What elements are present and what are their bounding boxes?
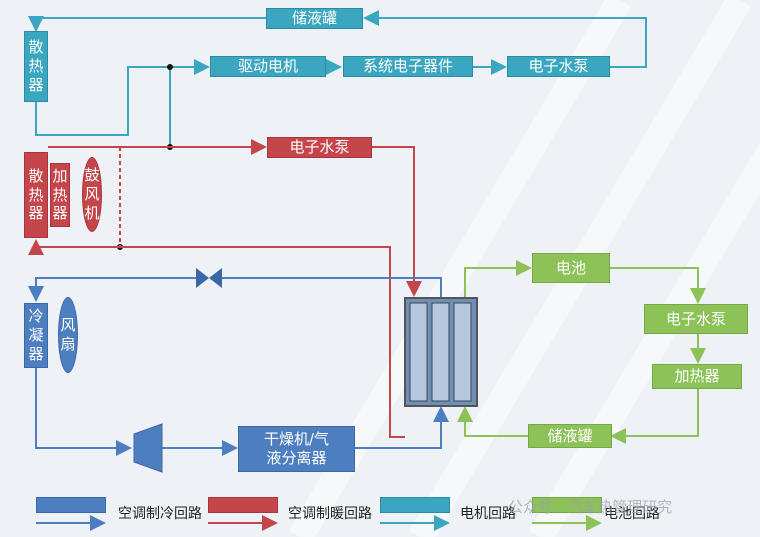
battery: 电池 bbox=[532, 253, 610, 283]
heater-core-char-1: 散 bbox=[28, 166, 44, 185]
blower-char-2: 风 bbox=[84, 185, 100, 204]
heating-pump: 电子水泵 bbox=[267, 137, 372, 158]
battery-heater: 加热器 bbox=[652, 364, 742, 389]
fan: 风 扇 bbox=[58, 297, 78, 373]
fan-char-1: 风 bbox=[60, 316, 76, 335]
motor-radiator: 散 热 器 bbox=[24, 31, 48, 102]
heater-char-1: 加 bbox=[52, 166, 68, 185]
radiator-char-2: 热 bbox=[28, 57, 44, 76]
compressor bbox=[133, 423, 163, 473]
heater-core-char-2: 热 bbox=[28, 185, 44, 204]
heater-char-2: 热 bbox=[52, 185, 68, 204]
condenser-char-3: 器 bbox=[28, 344, 44, 363]
legend-cooling-swatch bbox=[36, 497, 106, 513]
condenser: 冷 凝 器 bbox=[24, 303, 48, 368]
heating-radiator: 散 热 器 bbox=[24, 152, 48, 238]
dryer-separator: 干燥机/气 液分离器 bbox=[238, 426, 355, 472]
motor-reservoir: 储液罐 bbox=[266, 8, 363, 29]
condenser-char-1: 冷 bbox=[28, 307, 44, 326]
blower-char-1: 鼓 bbox=[84, 166, 100, 185]
radiator-char-3: 器 bbox=[28, 75, 44, 94]
expansion-valve bbox=[196, 268, 222, 288]
condenser-char-2: 凝 bbox=[28, 326, 44, 345]
radiator-char-1: 散 bbox=[28, 38, 44, 57]
cooling-loop-lines bbox=[28, 277, 449, 456]
motor-loop-lines bbox=[28, 10, 647, 147]
fan-char-2: 扇 bbox=[60, 335, 76, 353]
watermark: 公众号 · 汽车热管理研究 bbox=[508, 498, 673, 516]
chiller-heat-exchanger bbox=[404, 297, 478, 407]
legend-heating-label: 空调制暖回路 bbox=[288, 506, 372, 522]
legend-motor-swatch bbox=[380, 497, 450, 513]
battery-pump: 电子水泵 bbox=[644, 304, 748, 334]
battery-reservoir: 储液罐 bbox=[528, 424, 612, 448]
drive-motor: 驱动电机 bbox=[210, 56, 326, 77]
legend-heating-swatch bbox=[208, 497, 278, 513]
legend-cooling-label: 空调制冷回路 bbox=[118, 506, 202, 522]
legend-battery-swatch bbox=[532, 497, 602, 513]
blower-char-3: 机 bbox=[84, 203, 100, 222]
blower: 鼓 风 机 bbox=[82, 157, 102, 232]
battery-loop-lines bbox=[457, 260, 706, 444]
heater-char-3: 器 bbox=[52, 204, 68, 223]
heater-core-char-3: 器 bbox=[28, 204, 44, 223]
legend-battery-label: 电池回路 bbox=[604, 506, 660, 522]
heating-heater: 加 热 器 bbox=[50, 163, 70, 227]
system-electronics: 系统电子器件 bbox=[343, 56, 473, 77]
legend-motor-label: 电机回路 bbox=[460, 506, 516, 522]
heating-loop-lines bbox=[28, 139, 422, 438]
motor-pump: 电子水泵 bbox=[507, 56, 610, 77]
junction-dots bbox=[117, 64, 173, 250]
